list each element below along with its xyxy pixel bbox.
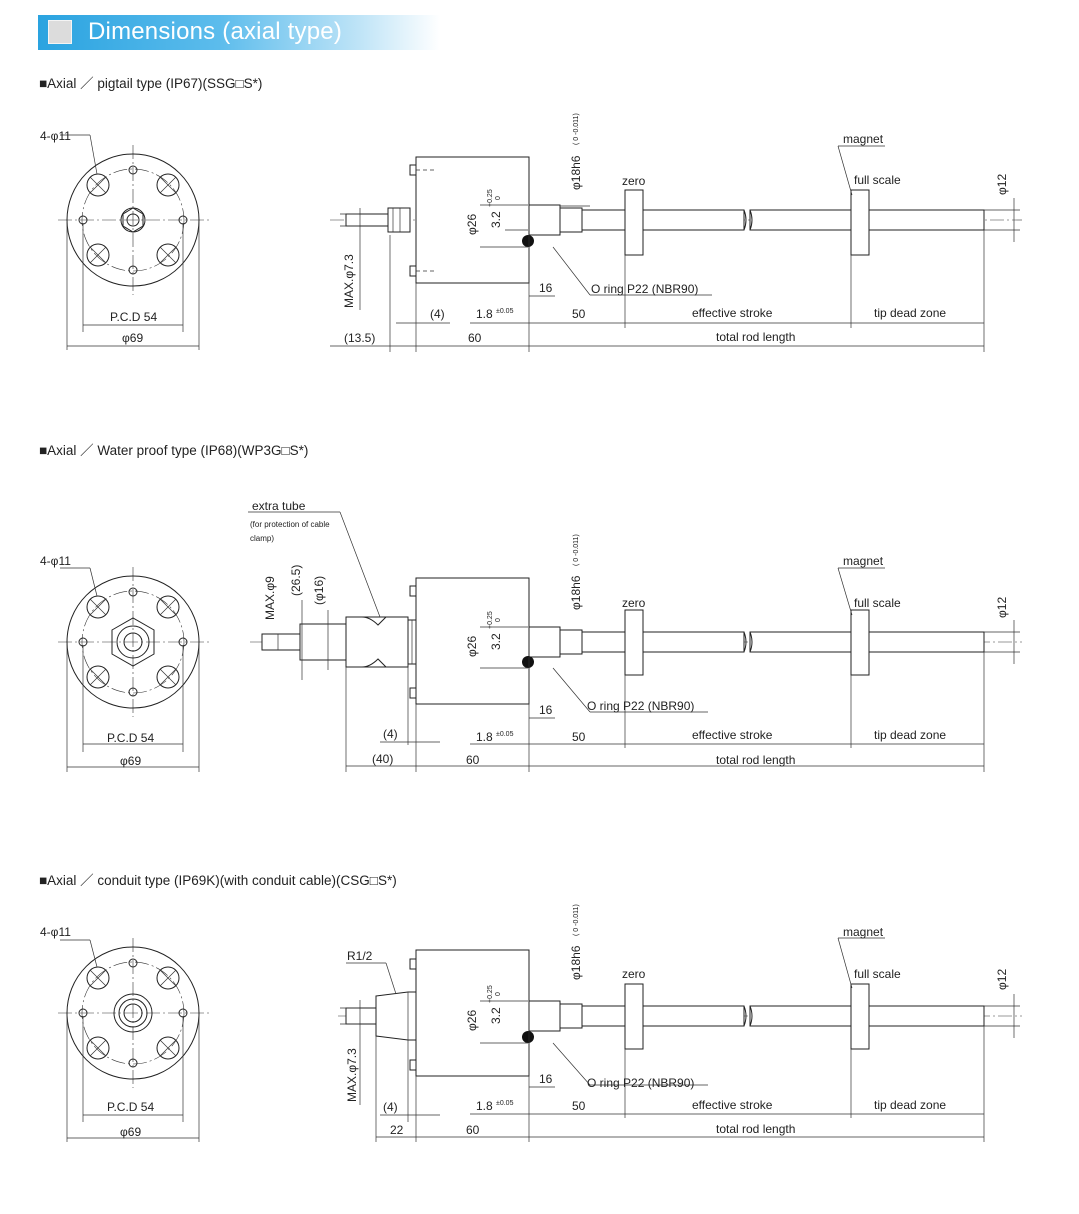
extra-note-1: (for protection of cable — [250, 520, 330, 529]
dim-b-label: 22 — [390, 1123, 404, 1137]
full-scale-label: full scale — [854, 173, 901, 187]
pigtail-drawing: 4-φ11 P.C.D 54 φ69 zero magnet full scal… — [40, 113, 1022, 352]
magnet-label: magnet — [843, 132, 884, 146]
tip-dead-zone-label: tip dead zone — [874, 728, 946, 742]
oring-label: O ring P22 (NBR90) — [591, 282, 698, 296]
d12-label: φ12 — [995, 969, 1009, 990]
d16p-label: (φ16) — [312, 576, 326, 605]
total-rod-length-label: total rod length — [716, 753, 795, 767]
section-title-waterproof: ■Axial ／ Water proof type (IP68)(WP3G□S*… — [39, 443, 309, 458]
d12-label: φ12 — [995, 174, 1009, 195]
dia-label: φ69 — [120, 754, 141, 768]
dim-a-label: (4) — [430, 307, 445, 321]
tol32-up: +0.25 — [487, 611, 494, 629]
d12-label: φ12 — [995, 597, 1009, 618]
magnet-label: magnet — [843, 554, 884, 568]
d32-label: 3.2 — [489, 633, 503, 650]
dim-a-label: (4) — [383, 1100, 398, 1114]
oring-label: O ring P22 (NBR90) — [587, 1076, 694, 1090]
dim-a-label: (4) — [383, 727, 398, 741]
section-title-pigtail: ■Axial ／ pigtail type (IP67)(SSG□S*) — [39, 76, 263, 91]
magnet-label: magnet — [843, 925, 884, 939]
d16-label: 16 — [539, 1072, 553, 1086]
total-rod-length-label: total rod length — [716, 1122, 795, 1136]
tol18b-label: ±0.05 — [496, 1100, 514, 1107]
zero-label: zero — [622, 174, 646, 188]
oring-label: O ring P22 (NBR90) — [587, 699, 694, 713]
front-view: 4-φ11 P.C.D 54 φ69 — [40, 925, 212, 1142]
zero-label: zero — [622, 967, 646, 981]
conduit-drawing: 4-φ11 P.C.D 54 φ69 R1/2 MAX.φ7.3 zero ma… — [40, 904, 1022, 1142]
left-dim-label: MAX.φ7.3 — [345, 1048, 359, 1102]
d16-label: 16 — [539, 703, 553, 717]
tol32-up: +0.25 — [487, 985, 494, 1003]
side-view: R1/2 MAX.φ7.3 zero magnet full scale φ18… — [338, 904, 1022, 1142]
d18b-label: 1.8 — [476, 730, 493, 744]
d18-label: φ18h6 — [569, 155, 583, 190]
mount-holes — [86, 595, 180, 689]
d32-label: 3.2 — [489, 211, 503, 228]
zero-label: zero — [622, 596, 646, 610]
pcd-label: P.C.D 54 — [107, 731, 154, 745]
body-label: 60 — [466, 1123, 480, 1137]
dia-label: φ69 — [122, 331, 143, 345]
body-label: 60 — [468, 331, 482, 345]
tol32-low: 0 — [495, 196, 502, 200]
total-rod-length-label: total rod length — [716, 330, 795, 344]
extra-note-2: clamp) — [250, 534, 274, 543]
r12-label: R1/2 — [347, 949, 373, 963]
page-title: Dimensions (axial type) — [88, 18, 343, 45]
d16-label: 16 — [539, 281, 553, 295]
d18-label: φ18h6 — [569, 575, 583, 610]
d18b-label: 1.8 — [476, 307, 493, 321]
d26-label: φ26 — [465, 636, 479, 657]
effective-stroke-label: effective stroke — [692, 1098, 773, 1112]
holes-label: 4-φ11 — [40, 554, 71, 568]
d26-label: φ26 — [465, 1010, 479, 1031]
tol18b-label: ±0.05 — [496, 731, 514, 738]
front-view: 4-φ11 P.C.D 54 φ69 — [40, 129, 212, 350]
mount-holes — [86, 966, 180, 1060]
tol18-label: ( 0 -0.011) — [573, 113, 580, 145]
dim-b-label: (13.5) — [344, 331, 375, 345]
d26-label: φ26 — [465, 214, 479, 235]
effective-stroke-label: effective stroke — [692, 306, 773, 320]
d50-label: 50 — [572, 307, 586, 321]
side-view: extra tube (for protection of cable clam… — [248, 499, 1022, 772]
d18b-label: 1.8 — [476, 1099, 493, 1113]
section-title-conduit: ■Axial ／ conduit type (IP69K)(with condu… — [39, 873, 397, 888]
effective-stroke-label: effective stroke — [692, 728, 773, 742]
banner-square-icon — [48, 20, 72, 44]
dim-b-label: (40) — [372, 752, 393, 766]
side-view: zero magnet full scale φ18h6 ( 0 -0.011)… — [330, 113, 1022, 352]
full-scale-label: full scale — [854, 596, 901, 610]
holes-label: 4-φ11 — [40, 129, 71, 143]
dia-label: φ69 — [120, 1125, 141, 1139]
holes-label: 4-φ11 — [40, 925, 71, 939]
tol32-low: 0 — [495, 618, 502, 622]
d18-label: φ18h6 — [569, 945, 583, 980]
max9-label: MAX.φ9 — [263, 576, 277, 620]
waterproof-drawing: 4-φ11 P.C.D 54 φ69 extra tube (for prote… — [40, 499, 1022, 772]
tol18-label: ( 0 -0.011) — [573, 534, 580, 566]
d265-label: (26.5) — [289, 565, 303, 596]
tol18-label: ( 0 -0.011) — [573, 904, 580, 936]
full-scale-label: full scale — [854, 967, 901, 981]
tip-dead-zone-label: tip dead zone — [874, 1098, 946, 1112]
tol32-up: +0.25 — [487, 189, 494, 207]
pcd-label: P.C.D 54 — [107, 1100, 154, 1114]
extra-tube-label: extra tube — [252, 499, 306, 513]
tol32-low: 0 — [495, 992, 502, 996]
left-dim-label: MAX.φ7.3 — [342, 254, 356, 308]
body-label: 60 — [466, 753, 480, 767]
tol18b-label: ±0.05 — [496, 308, 514, 315]
mount-holes — [86, 173, 180, 267]
front-view: 4-φ11 P.C.D 54 φ69 — [40, 554, 212, 772]
section-banner: Dimensions (axial type) — [38, 15, 440, 50]
d50-label: 50 — [572, 730, 586, 744]
pcd-label: P.C.D 54 — [110, 310, 157, 324]
d32-label: 3.2 — [489, 1007, 503, 1024]
tip-dead-zone-label: tip dead zone — [874, 306, 946, 320]
d50-label: 50 — [572, 1099, 586, 1113]
